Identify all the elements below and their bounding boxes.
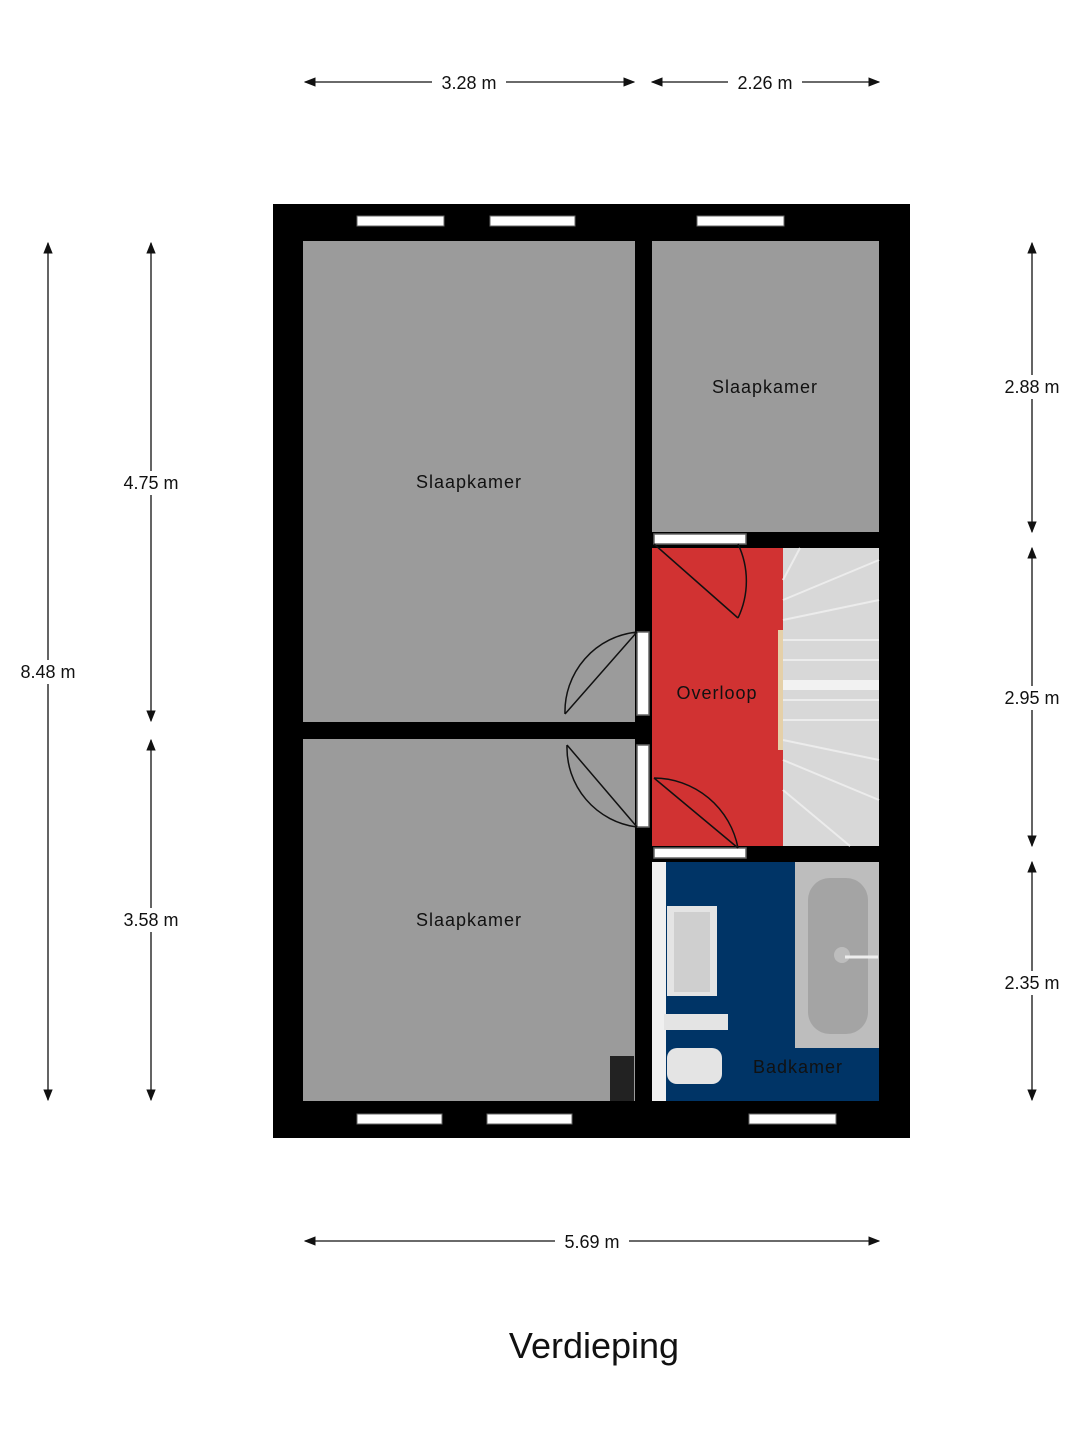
- dim-right-upper: 2.88 m: [1004, 377, 1059, 397]
- label-bedroom-bottom: Slaapkamer: [416, 910, 522, 930]
- label-bathroom: Badkamer: [753, 1057, 843, 1077]
- floor-title: Verdieping: [509, 1325, 679, 1366]
- dim-right-middle: 2.95 m: [1004, 688, 1059, 708]
- room-bedroom-small: [652, 241, 879, 532]
- dim-left-upper: 4.75 m: [123, 473, 178, 493]
- toilet: [667, 1048, 722, 1084]
- room-bedroom-large: [303, 241, 635, 722]
- bathroom-fixtures: [610, 862, 879, 1101]
- dim-top-right: 2.26 m: [737, 73, 792, 93]
- room-landing: [652, 548, 783, 846]
- label-bedroom-small: Slaapkamer: [712, 377, 818, 397]
- dim-top-left: 3.28 m: [441, 73, 496, 93]
- dim-left-total: 8.48 m: [20, 662, 75, 682]
- room-bedroom-bottom: [303, 739, 635, 1101]
- doors: [564, 533, 748, 859]
- windows-bottom: [356, 1113, 837, 1125]
- dim-left-lower: 3.58 m: [123, 910, 178, 930]
- label-landing: Overloop: [676, 683, 757, 703]
- dim-bottom-total: 5.69 m: [564, 1232, 619, 1252]
- windows-top: [356, 215, 785, 227]
- label-bedroom-large: Slaapkamer: [416, 472, 522, 492]
- staircase: [778, 547, 880, 847]
- dim-right-lower: 2.35 m: [1004, 973, 1059, 993]
